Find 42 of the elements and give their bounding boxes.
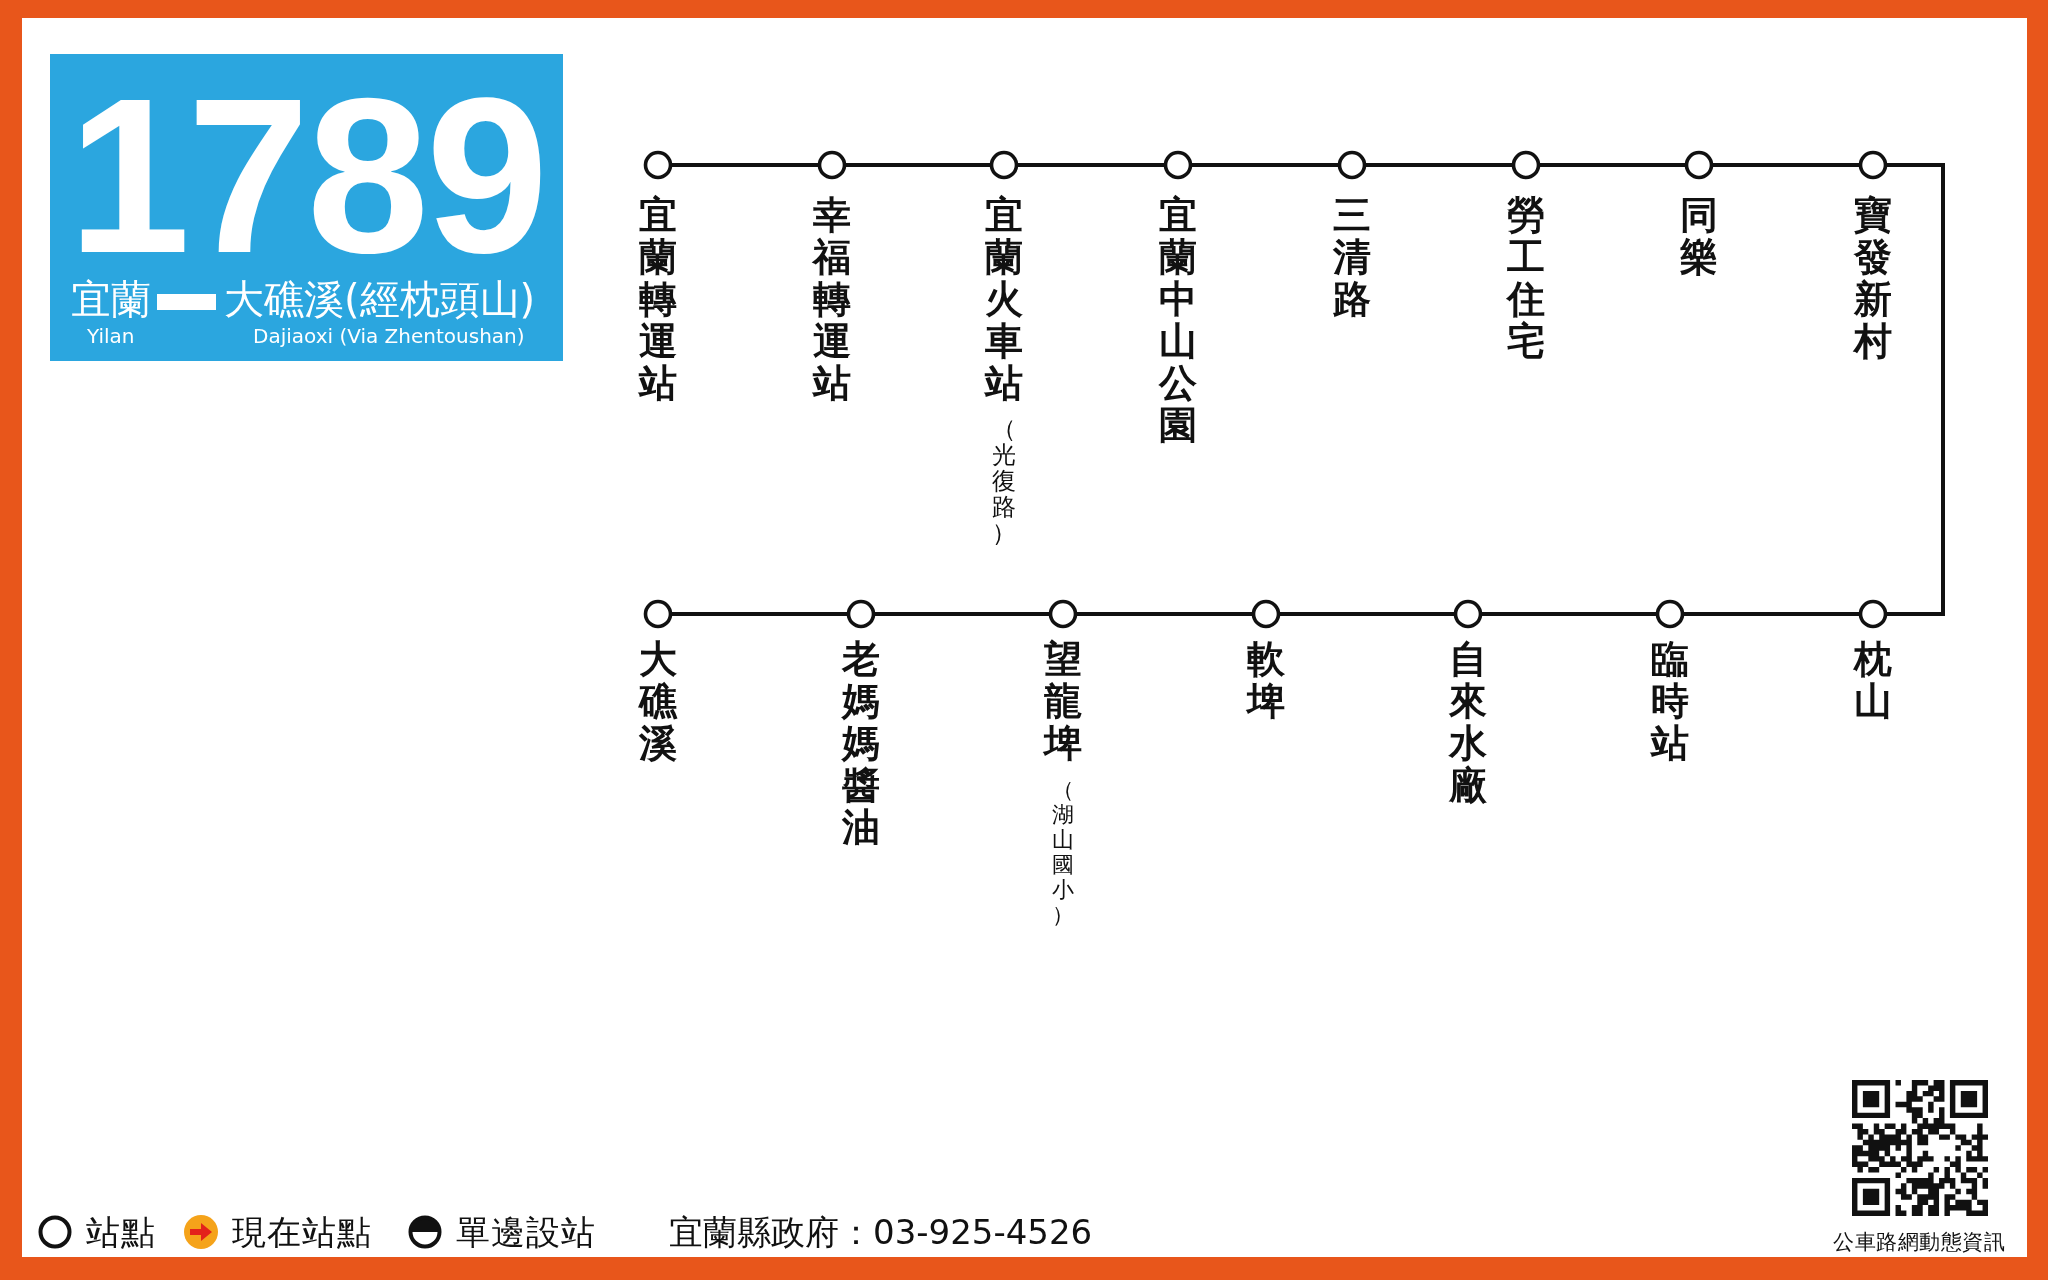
stop-note: （湖山國小） xyxy=(1052,777,1074,927)
stop-name: 自來水廠 xyxy=(1449,638,1487,806)
stop-name: 軟埤 xyxy=(1247,638,1285,722)
route-line xyxy=(677,163,813,167)
route-line xyxy=(677,612,842,616)
route-line xyxy=(1718,163,1854,167)
stop-name: 寶發新村 xyxy=(1854,194,1892,362)
route-line xyxy=(1082,612,1247,616)
stop-name: 望龍埤 xyxy=(1044,638,1082,764)
route-header-panel xyxy=(50,54,563,361)
stop-note: （光復路） xyxy=(992,416,1016,546)
stop-name: 勞工住宅 xyxy=(1507,194,1545,362)
route-line xyxy=(1197,163,1333,167)
legend-label: 站點 xyxy=(86,1215,156,1249)
route-line xyxy=(1892,163,1945,616)
route-line xyxy=(1545,163,1680,167)
origin-name: 宜蘭 xyxy=(71,279,151,319)
stop-name: 幸福轉運站 xyxy=(813,194,851,404)
route-line xyxy=(1689,612,1854,616)
qr-caption: 公車路網動態資訊 xyxy=(1833,1232,2005,1253)
stop-name: 宜蘭轉運站 xyxy=(639,194,677,404)
route-line xyxy=(880,612,1044,616)
legend-label: 單邊設站 xyxy=(456,1215,596,1249)
route-line xyxy=(851,163,985,167)
route-line xyxy=(1023,163,1159,167)
contact-phone: 宜蘭縣政府：03-925-4526 xyxy=(669,1215,1093,1249)
route-line xyxy=(1487,612,1651,616)
stop-name: 老媽媽醬油 xyxy=(842,638,880,848)
origin-name-english: Yilan xyxy=(87,326,135,346)
destination-name: 大礁溪(經枕頭山) xyxy=(224,279,536,319)
stop-name: 三清路 xyxy=(1333,194,1371,320)
route-line xyxy=(1285,612,1449,616)
stop-name: 大礁溪 xyxy=(639,638,677,764)
stop-name: 宜蘭火車站 xyxy=(985,194,1023,404)
destination-name-english: Dajiaoxi (Via Zhentoushan) xyxy=(253,326,525,346)
stop-name: 同樂 xyxy=(1680,194,1718,278)
stop-name: 臨時站 xyxy=(1651,638,1689,764)
stop-name: 宜蘭中山公園 xyxy=(1159,194,1197,446)
route-line xyxy=(1371,163,1507,167)
route-number: 1789 xyxy=(68,94,546,259)
legend-label: 現在站點 xyxy=(232,1215,372,1249)
stop-name: 枕山 xyxy=(1854,638,1892,722)
